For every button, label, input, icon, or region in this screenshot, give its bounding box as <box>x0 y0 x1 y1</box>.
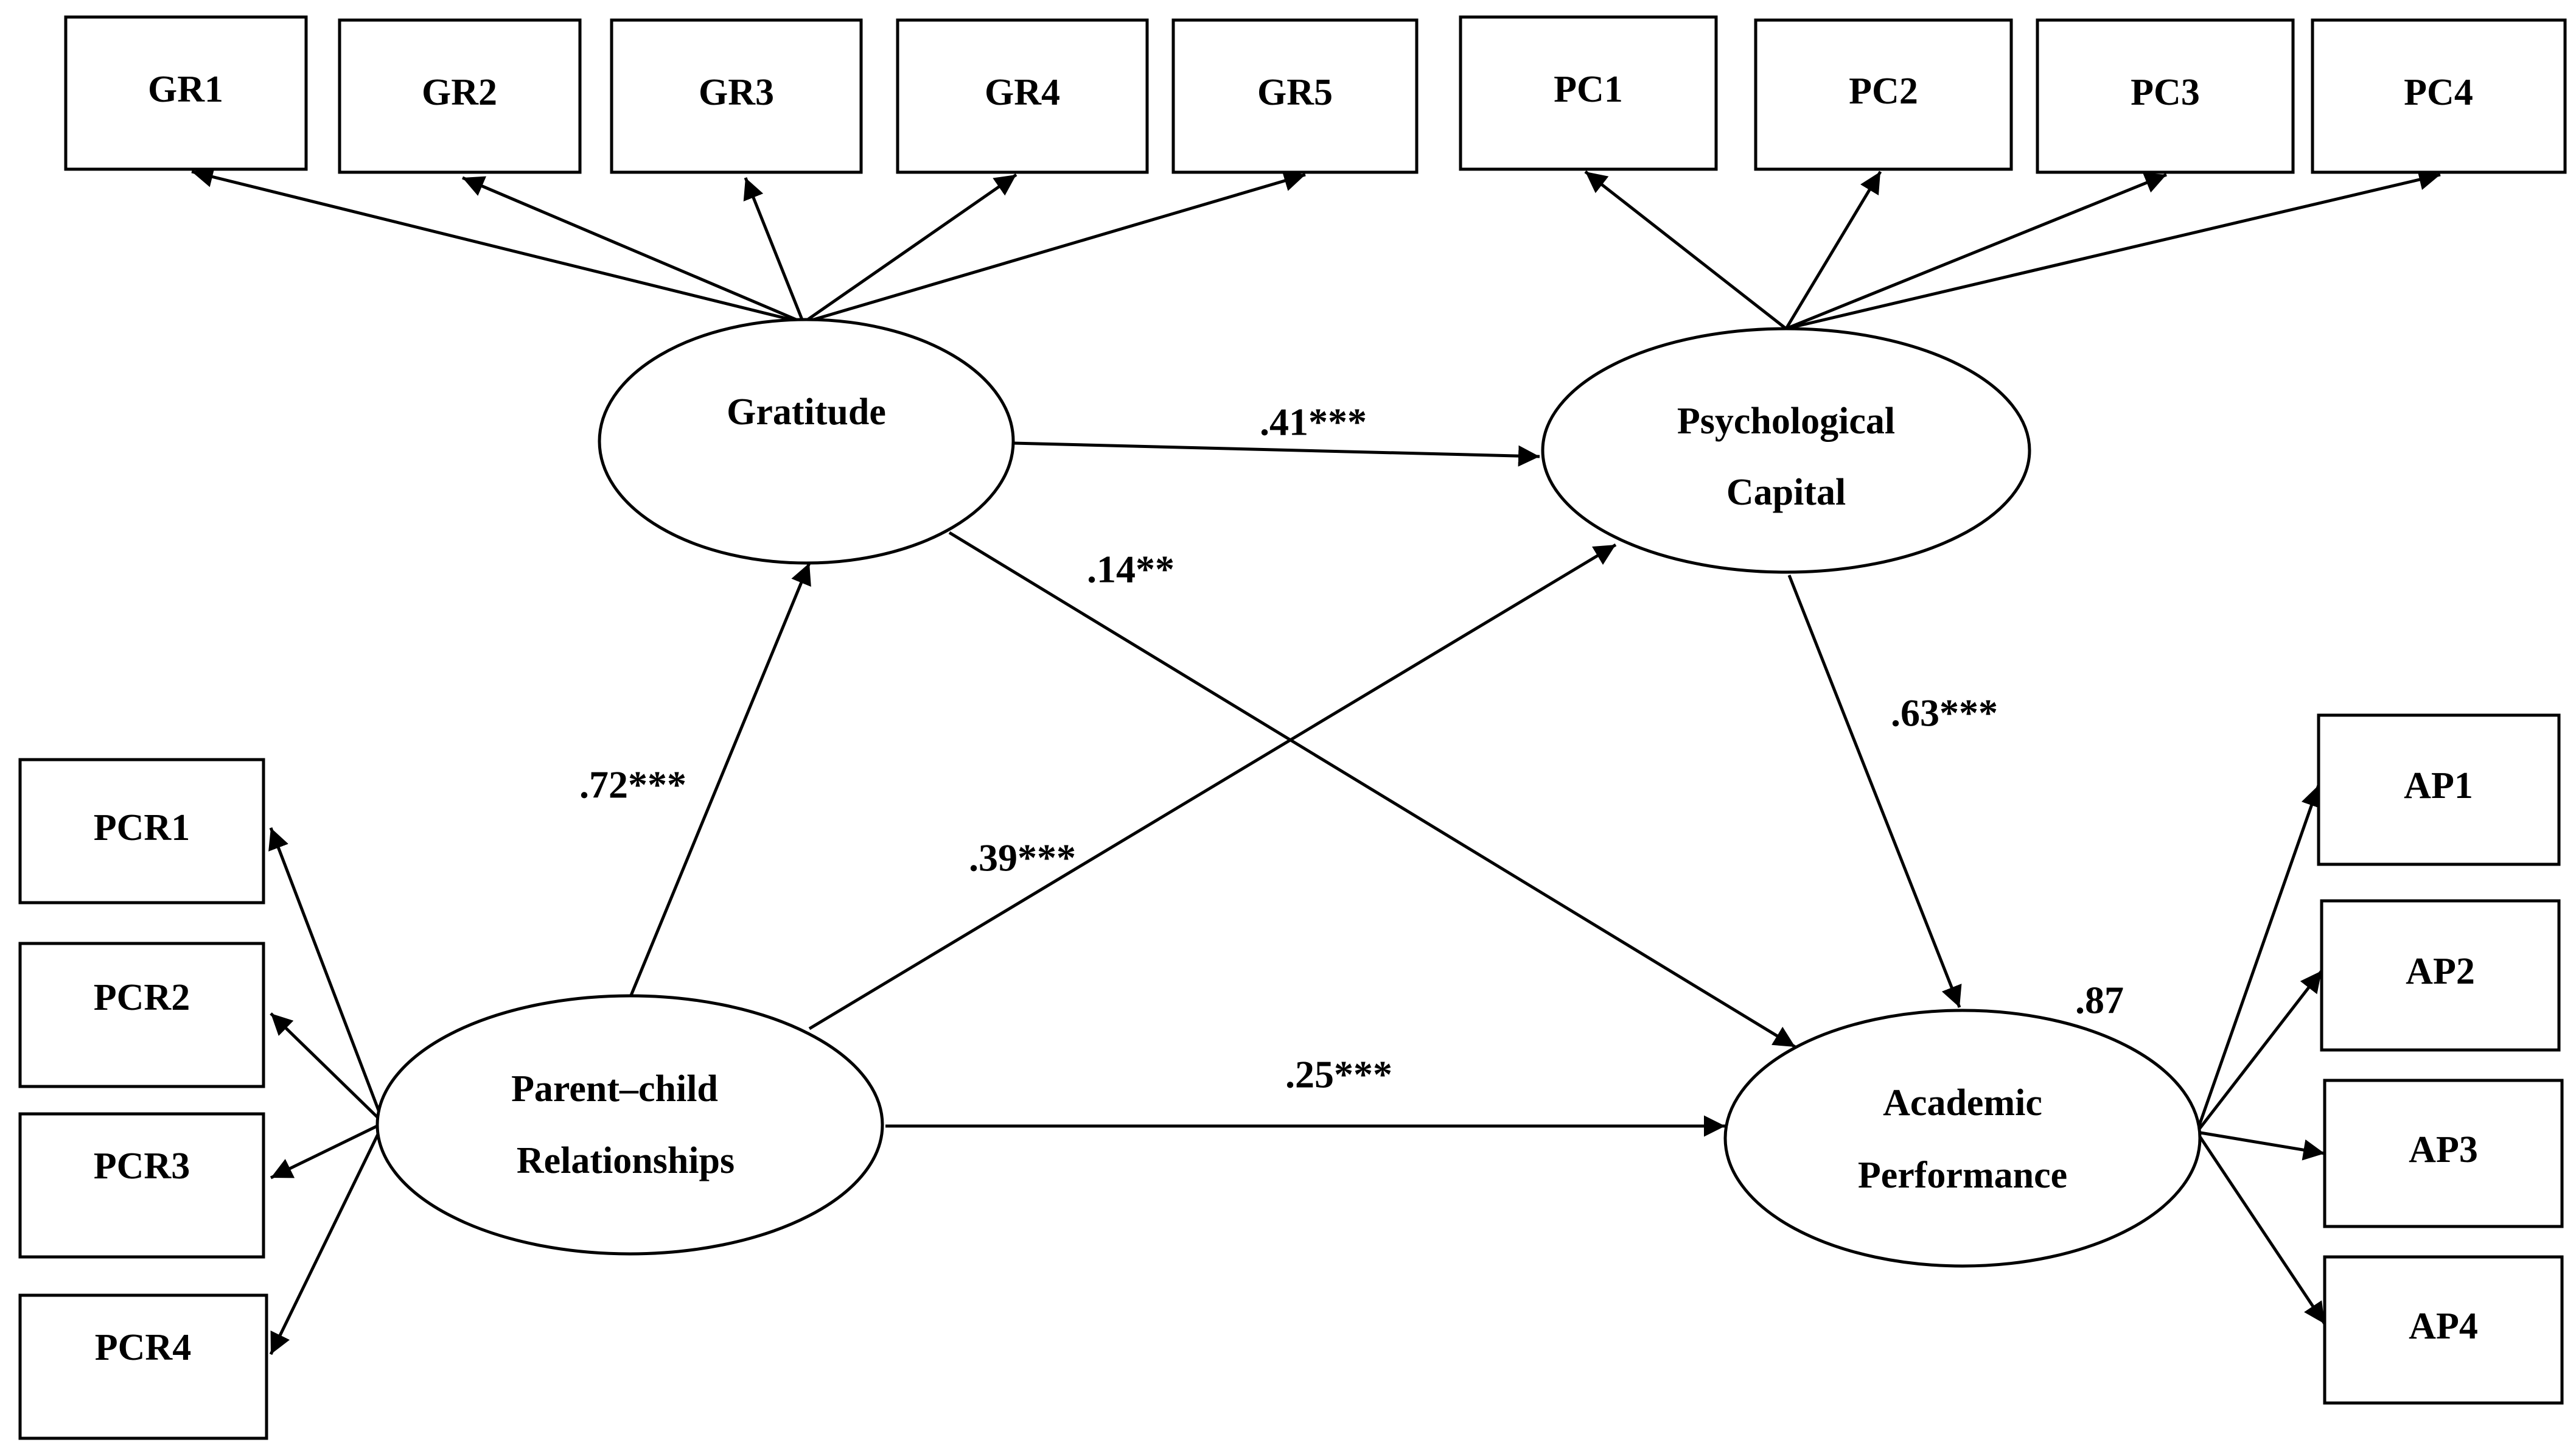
path-psycap-to-academic <box>1787 575 1962 1008</box>
indicator-label: PCR1 <box>94 807 190 848</box>
indicator-pcr2: PCR2 <box>18 942 265 1088</box>
latent-gratitude: Gratitude <box>598 318 1015 565</box>
indicator-label: PC3 <box>2131 72 2200 113</box>
indicator-ap2: AP2 <box>2320 899 2561 1052</box>
indicator-pc2: PC2 <box>1754 18 2013 171</box>
loading-pcr3 <box>270 1121 385 1180</box>
indicator-gr5: GR5 <box>1171 18 1419 174</box>
indicator-label: AP3 <box>2409 1129 2478 1170</box>
path-pcr-to-psycap <box>808 543 1617 1030</box>
indicator-gr1: GR1 <box>64 15 308 171</box>
coef-psycap-to-academic: .63*** <box>1891 691 1998 735</box>
indicator-label: AP4 <box>2409 1306 2478 1347</box>
indicator-label: PC4 <box>2404 72 2473 113</box>
indicator-label: GR4 <box>985 72 1060 113</box>
indicator-pcr4: PCR4 <box>18 1293 268 1440</box>
indicator-gr4: GR4 <box>896 18 1149 174</box>
latent-psychological-capital: Psychological Capital <box>1541 327 2031 574</box>
coef-gratitude-to-academic: .14** <box>1087 548 1175 591</box>
coef-pcr-to-academic: .25*** <box>1285 1053 1392 1096</box>
indicator-gr2: GR2 <box>338 18 582 174</box>
loading-pc3 <box>1785 172 2167 331</box>
indicator-pcr1: PCR1 <box>18 758 265 904</box>
latent-label-line1: Psychological <box>1677 401 1895 442</box>
latent-label-line1: Parent–child <box>511 1068 718 1110</box>
indicator-label: PCR2 <box>94 977 190 1018</box>
loading-pcr2 <box>270 1012 385 1124</box>
indicator-label: PC1 <box>1554 69 1623 110</box>
loading-pcr1 <box>268 827 385 1124</box>
loading-gr1 <box>191 166 804 324</box>
indicator-label: GR2 <box>422 72 497 113</box>
indicator-ap4: AP4 <box>2323 1255 2564 1405</box>
latent-label-line2: Capital <box>1726 472 1846 513</box>
coef-gratitude-to-psycap: .41*** <box>1260 401 1367 444</box>
loading-pc2 <box>1784 170 1882 330</box>
loading-gr5 <box>803 170 1306 324</box>
loading-gr3 <box>743 177 805 323</box>
path-gratitude-to-academic <box>948 531 1796 1049</box>
indicator-label: PC2 <box>1849 71 1918 112</box>
r-squared-academic: .87 <box>2075 979 2124 1022</box>
indicator-label: GR3 <box>699 72 774 113</box>
indicator-gr3: GR3 <box>610 18 863 174</box>
indicator-label: PCR4 <box>95 1327 191 1368</box>
latent-academic-performance: Academic Performance <box>1723 1009 2202 1268</box>
coef-pcr-to-psycap: .39*** <box>969 836 1076 880</box>
path-gratitude-to-psycap <box>1013 441 1540 467</box>
indicator-label: PCR3 <box>94 1146 190 1187</box>
loading-gr4 <box>802 173 1017 324</box>
loading-ap3 <box>2196 1130 2325 1161</box>
latent-label-line1: Academic <box>1883 1082 2042 1124</box>
indicator-ap3: AP3 <box>2323 1079 2564 1228</box>
loading-ap2 <box>2196 970 2323 1133</box>
latent-label-line2: Relationships <box>517 1140 735 1181</box>
indicator-label: GR5 <box>1257 72 1333 113</box>
loading-pcr4 <box>269 1122 385 1356</box>
indicator-pcr3: PCR3 <box>18 1112 265 1259</box>
coef-pcr-to-gratitude: .72*** <box>579 763 686 806</box>
loading-pc1 <box>1584 170 1787 330</box>
indicator-label: AP1 <box>2404 765 2473 806</box>
path-pcr-to-gratitude <box>628 562 811 999</box>
indicator-pc1: PC1 <box>1459 15 1718 171</box>
loading-ap1 <box>2195 785 2322 1133</box>
latent-label: Gratitude <box>727 391 886 433</box>
indicator-label: GR1 <box>148 69 223 110</box>
indicator-pc4: PC4 <box>2311 18 2567 174</box>
indicator-pc3: PC3 <box>2036 18 2295 174</box>
latent-parent-child-relationships: Parent–child Relationships <box>375 994 884 1256</box>
indicator-label: AP2 <box>2406 951 2475 992</box>
indicator-ap1: AP1 <box>2317 713 2561 866</box>
latent-label-line2: Performance <box>1858 1155 2067 1196</box>
loading-pc4 <box>1785 169 2441 331</box>
loading-ap4 <box>2195 1131 2326 1325</box>
loading-gr2 <box>462 176 804 324</box>
